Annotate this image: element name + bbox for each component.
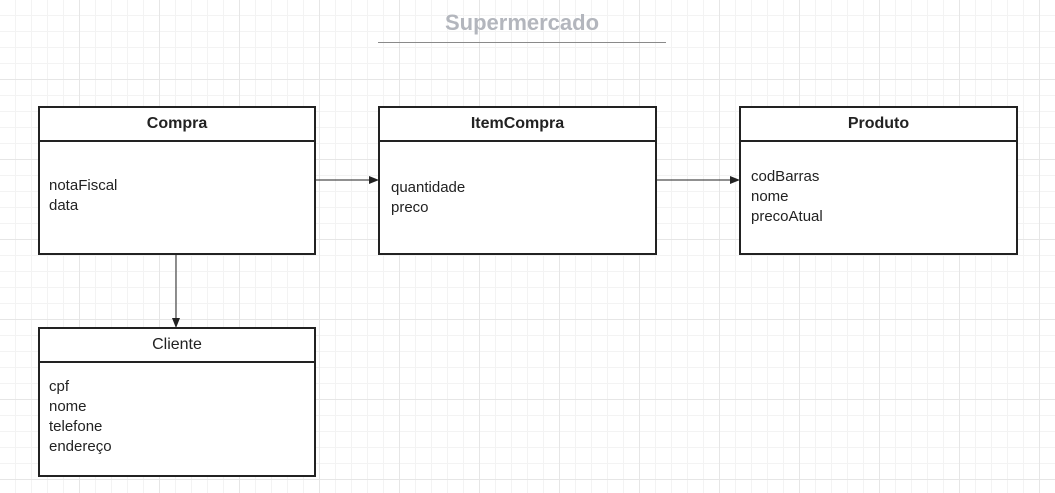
attribute-cpf: cpf [49,378,70,395]
attribute-precoatual: precoAtual [751,208,823,225]
entity-produto-name: Produto [741,108,1016,142]
entity-itemcompra[interactable]: ItemCompra quantidade preco [378,106,657,255]
entity-produto[interactable]: Produto codBarras nome precoAtual [739,106,1018,255]
attribute-data: data [49,197,79,214]
title-underline [378,42,666,43]
attribute-codbarras: codBarras [751,168,820,185]
attribute-notafiscal: notaFiscal [49,177,118,194]
attribute-nome: nome [49,398,87,415]
entity-cliente[interactable]: Cliente cpf nome telefone endereço [38,327,316,477]
diagram-title: Supermercado [444,10,600,35]
attribute-telefone: telefone [49,418,103,435]
entity-itemcompra-name: ItemCompra [380,108,655,142]
entity-cliente-name: Cliente [40,329,314,363]
attribute-quantidade: quantidade [391,179,466,196]
entity-compra[interactable]: Compra notaFiscal data [38,106,316,255]
attribute-nome: nome [751,188,789,205]
attribute-preco: preco [391,199,429,216]
attribute-endereco: endereço [49,438,112,455]
entity-compra-name: Compra [40,108,314,142]
